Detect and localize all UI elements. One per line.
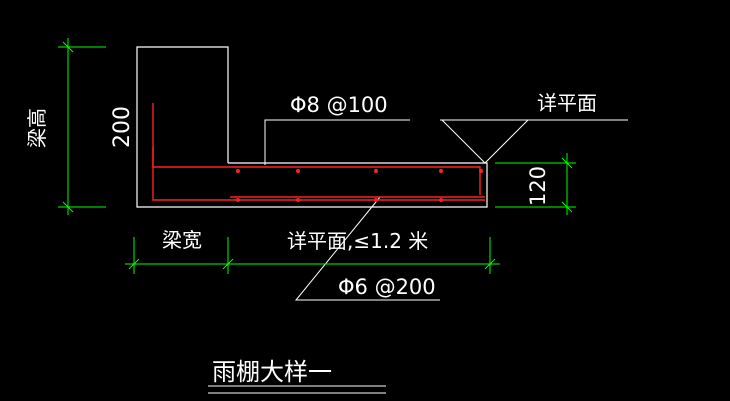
tick bbox=[62, 201, 74, 213]
elevation-ref-label: 详平面 bbox=[537, 91, 597, 115]
tick bbox=[62, 41, 74, 53]
distribution-rebar-label: Φ6 @200 bbox=[338, 275, 436, 299]
rebar-dot bbox=[439, 198, 443, 202]
tick bbox=[484, 258, 496, 270]
beam-outline bbox=[136, 46, 488, 208]
tick bbox=[561, 201, 573, 213]
top-rebar-label: Φ8 @100 bbox=[290, 93, 388, 117]
rebar-group bbox=[152, 103, 485, 201]
beam-width-label: 梁宽 bbox=[162, 228, 202, 252]
beam-height-value: 200 bbox=[110, 106, 135, 148]
tick bbox=[222, 258, 234, 270]
top-rebar-line bbox=[152, 103, 481, 195]
slab-thickness-label: 120 bbox=[526, 166, 550, 206]
tick bbox=[128, 258, 140, 270]
structure-outline bbox=[136, 46, 488, 208]
drawing-title: 雨棚大样一 bbox=[212, 358, 332, 386]
rebar-dots bbox=[236, 169, 483, 202]
leader-lines bbox=[208, 119, 628, 394]
beam-height-label: 梁高 bbox=[25, 108, 49, 148]
tick bbox=[561, 157, 573, 169]
dimension-lines bbox=[58, 38, 576, 274]
top-rebar-leader bbox=[264, 119, 410, 165]
rebar-dot bbox=[236, 198, 240, 202]
rebar-dot bbox=[296, 198, 300, 202]
bottom-rebar-line bbox=[152, 147, 485, 201]
rebar-dot bbox=[479, 169, 483, 173]
rebar-dot bbox=[374, 198, 378, 202]
distribution-rebar-leader bbox=[294, 196, 440, 301]
rebar-dot bbox=[236, 169, 240, 173]
span-note-label: 详平面,≤1.2 米 bbox=[287, 229, 428, 253]
rebar-dot bbox=[439, 169, 443, 173]
rebar-dot bbox=[374, 169, 378, 173]
elevation-triangle bbox=[441, 119, 529, 164]
rebar-dot bbox=[296, 169, 300, 173]
